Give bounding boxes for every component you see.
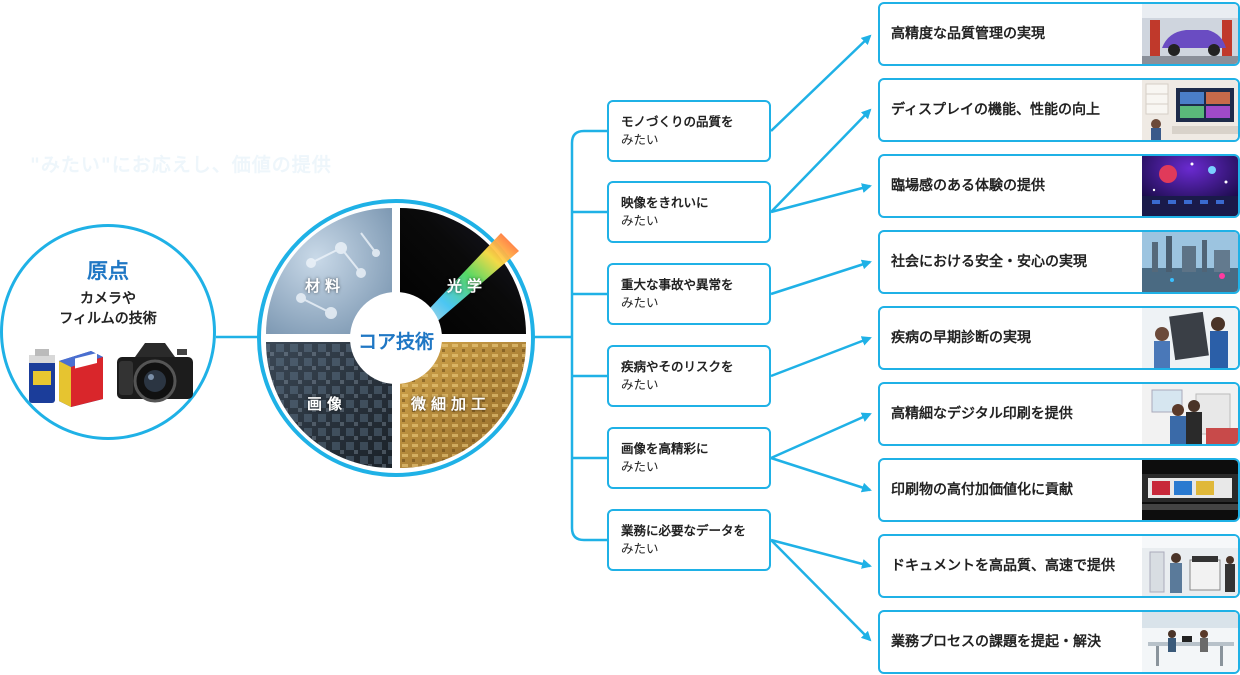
value-box-document-output: ドキュメントを高品質、高速で提供	[878, 534, 1240, 598]
need-box-accidents: 重大な事故や異常を みたい	[607, 263, 771, 325]
quadrant-optics	[400, 208, 526, 334]
camera-and-film-illustration	[29, 343, 193, 407]
core-technology-circle: 材料 光学 画像 微細加工 コア技術	[257, 199, 535, 477]
origin-description: カメラや フィルムの技術	[59, 291, 157, 327]
film-box-icon	[59, 351, 103, 407]
need-box-manufacturing-quality: モノづくりの品質を みたい	[607, 100, 771, 162]
film-canister-icon	[29, 349, 55, 403]
factory-thumbnail	[1142, 232, 1238, 292]
quadrant-label-material: 材料	[305, 277, 346, 295]
need-box-disease-risk: 疾病やそのリスクを みたい	[607, 345, 771, 407]
value-box-social-safety: 社会における安全・安心の実現	[878, 230, 1240, 294]
value-box-immersive-experience: 臨場感のある体験の提供	[878, 154, 1240, 218]
core-title: コア技術	[357, 331, 434, 353]
value-box-digital-printing: 高精細なデジタル印刷を提供	[878, 382, 1240, 446]
quadrant-label-optics: 光学	[447, 277, 488, 295]
office-printer-thumbnail	[1142, 536, 1238, 596]
planetarium-thumbnail	[1142, 156, 1238, 216]
office-workspace-thumbnail	[1142, 612, 1238, 672]
value-box-quality-control: 高精度な品質管理の実現	[878, 2, 1240, 66]
quadrant-material	[266, 208, 392, 334]
value-box-display-performance: ディスプレイの機能、性能の向上	[878, 78, 1240, 142]
origin-circle: 原点 カメラや フィルムの技術	[0, 224, 216, 440]
car-inspection-thumbnail	[1142, 4, 1238, 64]
quadrant-label-image: 画像	[307, 395, 348, 413]
core-quadrants	[266, 208, 526, 468]
origin-title: 原点	[87, 259, 129, 283]
quadrant-label-micro-fabrication: 微細加工	[411, 395, 492, 413]
medical-xray-thumbnail	[1142, 308, 1238, 368]
value-box-printed-value: 印刷物の高付加価値化に貢献	[878, 458, 1240, 522]
need-box-business-data: 業務に必要なデータを みたい	[607, 509, 771, 571]
printing-press-thumbnail	[1142, 460, 1238, 520]
faint-caption: "みたい"にお応えし、価値の提供	[30, 154, 332, 176]
need-box-beautiful-images: 映像をきれいに みたい	[607, 181, 771, 243]
need-box-high-definition: 画像を高精彩に みたい	[607, 427, 771, 489]
core-center	[350, 292, 442, 384]
value-box-business-process: 業務プロセスの課題を提起・解決	[878, 610, 1240, 674]
value-box-early-diagnosis: 疾病の早期診断の実現	[878, 306, 1240, 370]
camera-icon	[117, 343, 193, 403]
display-room-thumbnail	[1142, 80, 1238, 140]
digital-printing-thumbnail	[1142, 384, 1238, 444]
